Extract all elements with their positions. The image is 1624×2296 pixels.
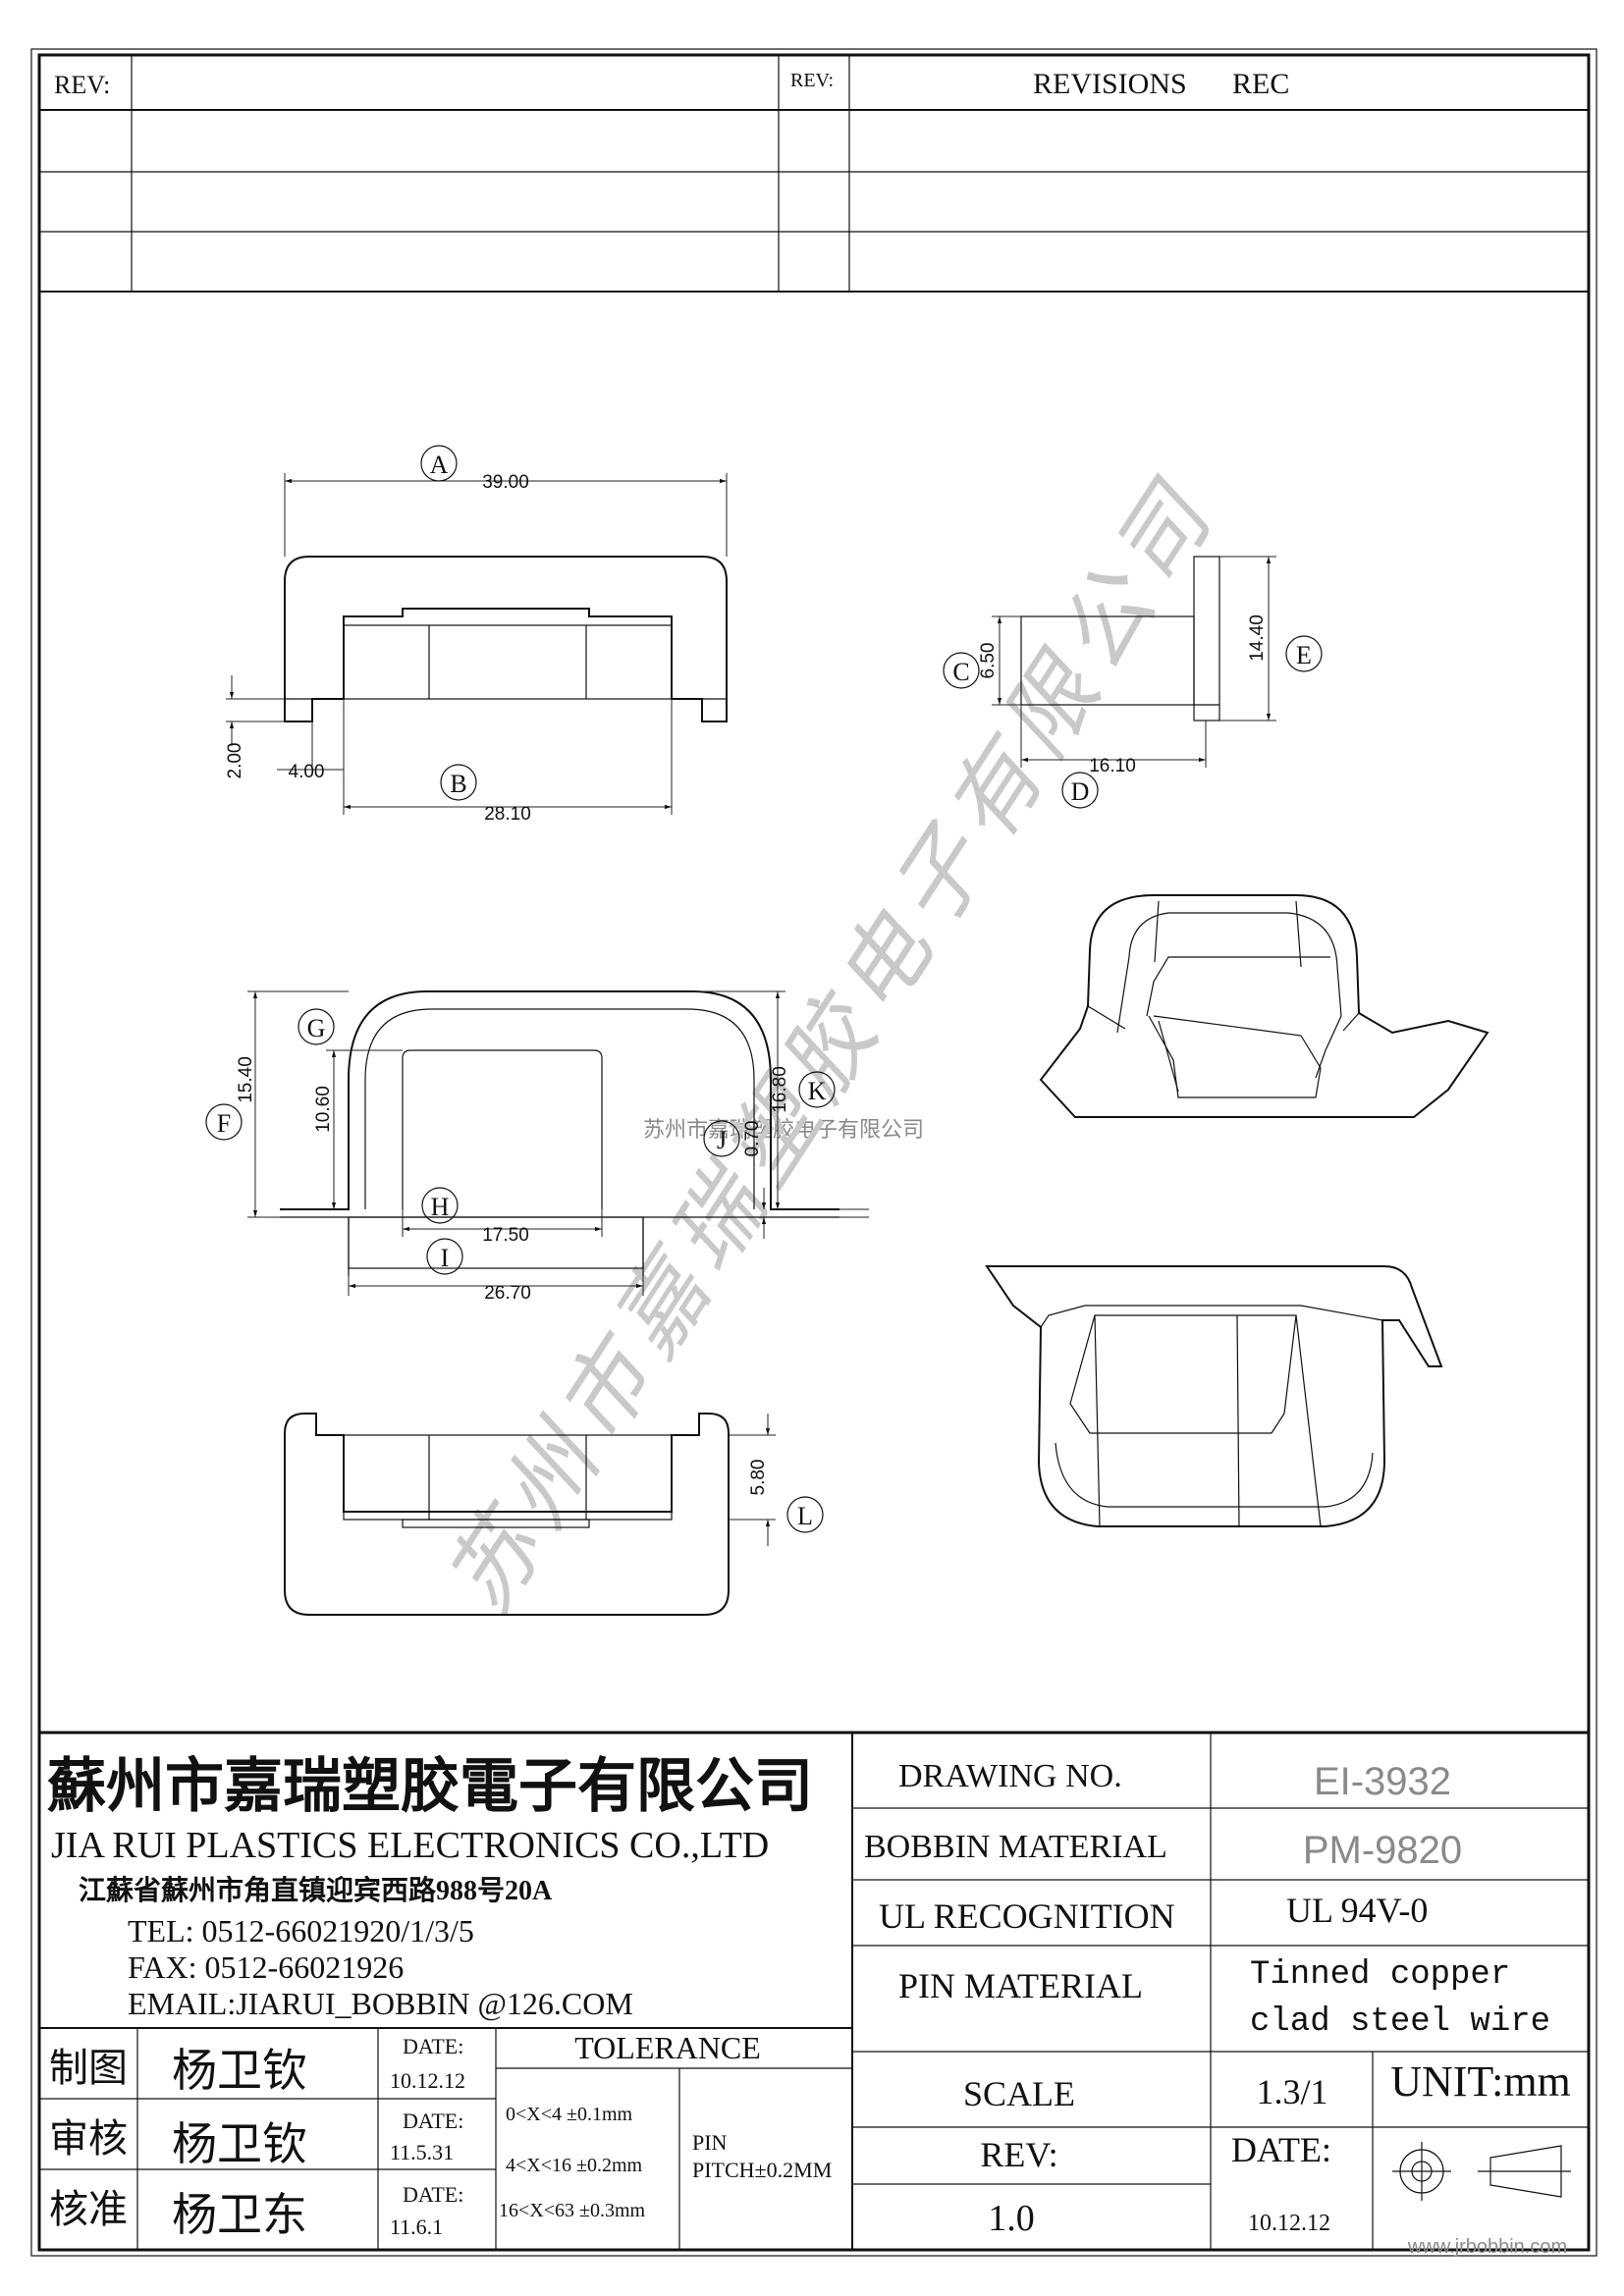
title-block: 蘇州市嘉瑞塑胶電子有限公司 JIA RUI PLASTICS ELECTRONI…	[39, 1731, 1589, 2258]
role-row-approved: 核准 杨卫东 DATE: 11.6.1	[49, 2182, 463, 2240]
dim-l-letter: L	[797, 1502, 813, 1530]
drawing-no-label: DRAWING NO.	[898, 1758, 1122, 1794]
dim-k-letter: K	[808, 1077, 827, 1105]
dim-b-letter: B	[450, 770, 466, 798]
company-address: 江蘇省蘇州市角直镇迎宾西路988号20A	[79, 1874, 553, 1906]
bottom-view: L 5.80	[284, 1413, 824, 1616]
dim-j-letter: J	[717, 1126, 727, 1154]
dim-g-letter: G	[307, 1014, 326, 1042]
pin-material-label: PIN MATERIAL	[898, 1966, 1143, 2005]
side-view: C 6.50 D 16.10 E 14.40	[943, 556, 1323, 809]
dim-e-letter: E	[1296, 641, 1312, 669]
drawing-no: EI-3932	[1314, 1760, 1451, 1803]
tolerance-3: 16<X<63 ±0.3mm	[499, 2200, 646, 2221]
company-email: EMAIL:JIARUI_BOBBIN @126.COM	[128, 1986, 633, 2021]
top-view: A 39.00 B 28.10 4.00 2.00	[225, 445, 728, 825]
date-label: DATE:	[1231, 2130, 1331, 2169]
dim-f-letter: F	[217, 1109, 231, 1138]
dim-h-value: 17.50	[482, 1225, 529, 1246]
website-watermark: www.jrbobbin.com	[1407, 2236, 1567, 2258]
front-view: F 15.40 G 10.60 H 17.50 I 26.70 J 0.70 K	[205, 990, 869, 1304]
isometric-view-top	[1039, 894, 1489, 1118]
company-name-cn: 蘇州市嘉瑞塑胶電子有限公司	[47, 1754, 813, 1819]
dim-c-letter: C	[952, 658, 969, 686]
unit-label: UNIT:mm	[1390, 2057, 1571, 2106]
rev-label-right: REV:	[790, 70, 834, 91]
revisions-title: REVISIONS	[1033, 68, 1187, 100]
pin-pitch: PITCH±0.2MM	[692, 2158, 832, 2182]
role-row-checked: 审核 杨卫钦 DATE: 11.5.31	[49, 2109, 463, 2169]
role-date: 11.5.31	[390, 2140, 454, 2164]
pin-material-line1: Tinned copper	[1250, 1956, 1510, 1994]
scale-value: 1.3/1	[1256, 2072, 1327, 2111]
dim-i-value: 26.70	[484, 1283, 531, 1304]
dim-j-value: 0.70	[742, 1121, 763, 1157]
dim-a-letter: A	[430, 451, 449, 479]
dim-a-value: 39.00	[482, 472, 529, 493]
tolerance-title: TOLERANCE	[574, 2030, 761, 2065]
dim-d-value: 16.10	[1089, 756, 1136, 776]
rev-label: REV:	[980, 2135, 1057, 2174]
role-name: 杨卫东	[172, 2190, 307, 2240]
inner-frame	[37, 53, 1591, 2252]
role-name: 杨卫钦	[172, 2046, 307, 2096]
role-date-label: DATE:	[403, 2182, 463, 2207]
dim-b-value: 28.10	[484, 804, 531, 825]
role-label: 核准	[49, 2187, 128, 2231]
rev-label-left: REV:	[54, 71, 110, 99]
company-name-en: JIA RUI PLASTICS ELECTRONICS CO.,LTD	[51, 1825, 769, 1866]
outer-frame	[30, 48, 1597, 2257]
company-tel: TEL: 0512-66021920/1/3/5	[128, 1913, 474, 1949]
tolerance-1: 0<X<4 ±0.1mm	[506, 2104, 633, 2125]
dim-l-value: 5.80	[748, 1460, 769, 1496]
watermark-small: 苏州市嘉瑞塑胶电子有限公司	[643, 1117, 924, 1142]
dim-k-value: 16.80	[770, 1066, 790, 1113]
revision-table: REV: REV: REVISIONS REC	[39, 55, 1589, 293]
role-date: 11.6.1	[390, 2215, 443, 2239]
company-fax: FAX: 0512-66021926	[128, 1949, 404, 1985]
dim-i-letter: I	[441, 1244, 450, 1272]
rec-title: REC	[1232, 68, 1289, 100]
dim-c-value: 6.50	[978, 643, 999, 679]
role-date-label: DATE:	[403, 2109, 463, 2133]
watermark-large: 苏州市嘉瑞塑胶电子有限公司	[428, 462, 1235, 1629]
dim-e-value: 14.40	[1247, 614, 1268, 662]
role-date-label: DATE:	[403, 2034, 463, 2058]
projection-symbol-icon	[1392, 2142, 1571, 2201]
dim-d-letter: D	[1071, 777, 1090, 806]
role-label: 审核	[49, 2116, 128, 2161]
pin-label: PIN	[692, 2130, 728, 2155]
dim-f-value: 15.40	[236, 1056, 256, 1103]
tolerance-2: 4<X<16 ±0.2mm	[506, 2155, 643, 2176]
isometric-view-bottom	[985, 1265, 1443, 1527]
role-name: 杨卫钦	[172, 2119, 307, 2169]
ul-label: UL RECOGNITION	[879, 1896, 1175, 1936]
svg-text:苏州市嘉瑞塑胶电子有限公司: 苏州市嘉瑞塑胶电子有限公司	[428, 462, 1235, 1629]
dim-h-letter: H	[431, 1193, 450, 1221]
ul-value: UL 94V-0	[1286, 1891, 1428, 1930]
bobbin-material: PM-9820	[1303, 1829, 1462, 1872]
date-value: 10.12.12	[1248, 2211, 1330, 2236]
role-label: 制图	[49, 2046, 128, 2090]
role-date: 10.12.12	[390, 2068, 465, 2093]
rev-value: 1.0	[988, 2198, 1035, 2239]
dim-2-value: 2.00	[225, 743, 245, 779]
scale-label: SCALE	[963, 2074, 1075, 2113]
pin-material-line2: clad steel wire	[1250, 2003, 1550, 2041]
role-row-drawn: 制图 杨卫钦 DATE: 10.12.12	[49, 2034, 465, 2096]
bobbin-material-label: BOBBIN MATERIAL	[864, 1829, 1167, 1865]
dim-g-value: 10.60	[313, 1086, 334, 1133]
dim-4-value: 4.00	[289, 762, 325, 782]
